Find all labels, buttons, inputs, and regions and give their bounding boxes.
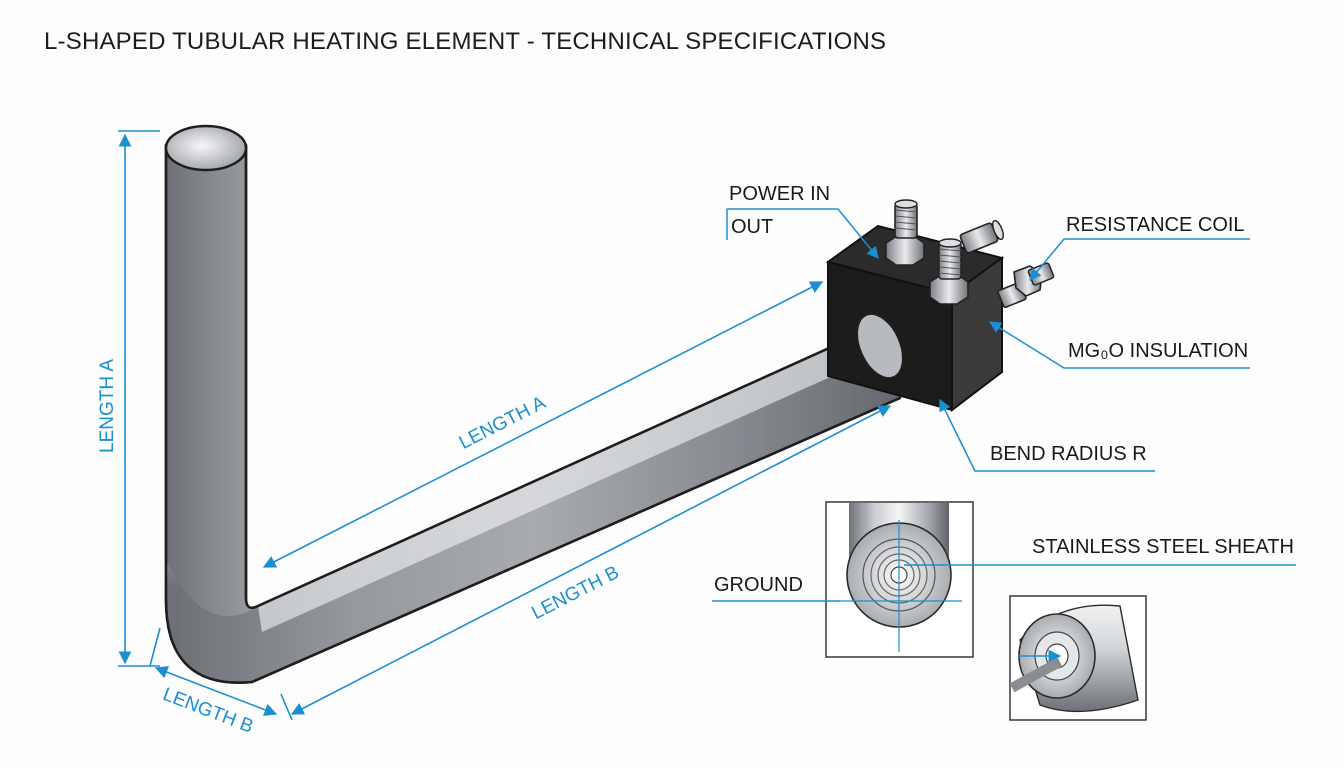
page-title: L-SHAPED TUBULAR HEATING ELEMENT - TECHN…: [44, 28, 887, 55]
label-resistance-coil: RESISTANCE COIL: [1066, 214, 1245, 236]
dimension-vertical-length-a: LENGTH A: [97, 359, 118, 453]
label-stainless-steel-sheath: STAINLESS STEEL SHEATH: [1032, 536, 1294, 558]
end-detail-inset: [1009, 595, 1147, 721]
callout-leaders: [712, 208, 1296, 602]
label-power-in: POWER IN: [729, 183, 830, 205]
terminal-bolt-side: [997, 262, 1055, 309]
label-out: OUT: [731, 216, 773, 238]
dimension-lines: [118, 130, 892, 721]
terminal-bolt-back: [959, 219, 1004, 254]
label-bend-radius: BEND RADIUS R: [990, 443, 1147, 465]
dimension-bottom-length-b: LENGTH B: [160, 684, 256, 738]
label-insulation: MG₀O INSULATION: [1068, 340, 1248, 362]
label-ground: GROUND: [714, 574, 803, 596]
cross-section-inset: [825, 501, 974, 658]
terminal-bolt-right: [929, 238, 969, 305]
dimension-diagonal-length-b: LENGTH B: [528, 562, 622, 624]
terminal-bolt-left: [885, 199, 925, 266]
